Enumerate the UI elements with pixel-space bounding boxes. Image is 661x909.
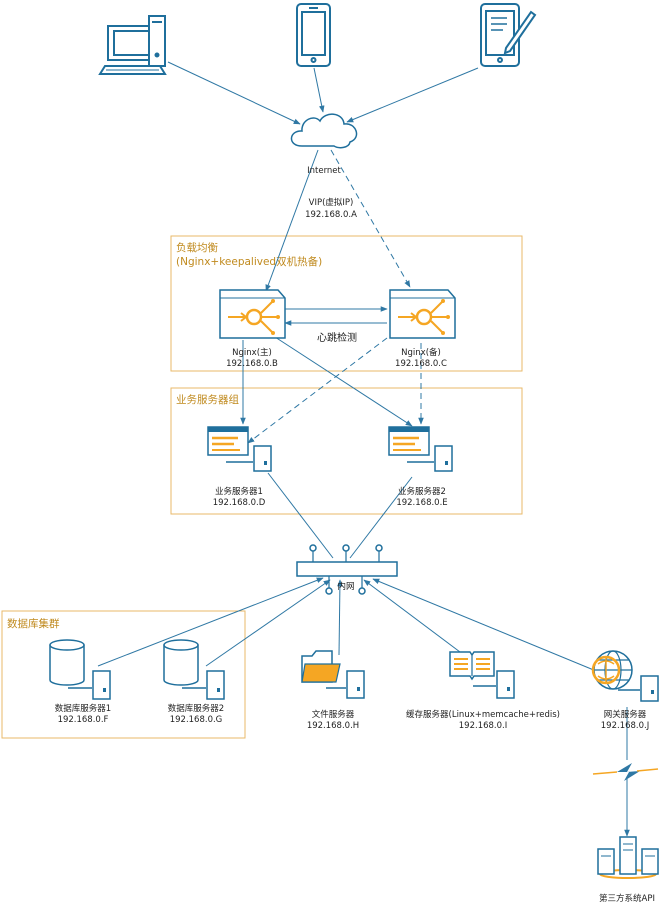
app2-name: 业务服务器2	[398, 486, 446, 497]
lightning-link-icon	[592, 763, 659, 781]
db1-ip: 192.168.0.F	[58, 715, 109, 725]
db2-ip: 192.168.0.G	[170, 715, 223, 725]
edge-desktop-cloud	[167, 61, 301, 125]
edge-nginxb-app1	[247, 337, 388, 444]
desktop-computer-icon	[98, 15, 167, 75]
cloud-icon	[290, 113, 358, 149]
third-party-server-cluster-icon	[597, 836, 659, 879]
group-app-title: 业务服务器组	[176, 393, 239, 406]
nginx-backup-ip: 192.168.0.C	[395, 359, 447, 369]
smartphone-icon	[296, 3, 331, 67]
network-switch-icon	[296, 544, 398, 595]
group-db-title: 数据库集群	[7, 617, 60, 630]
app1-ip: 192.168.0.D	[213, 498, 266, 508]
tablet-pen-icon	[480, 3, 537, 67]
third-party-name: 第三方系统API	[599, 893, 655, 904]
edge-app2-switch	[349, 476, 413, 559]
gateway-name: 网关服务器	[604, 709, 647, 720]
connections	[97, 61, 630, 837]
file-name: 文件服务器	[312, 709, 355, 720]
lan-label: 内网	[337, 581, 354, 592]
vip-ip: 192.168.0.A	[305, 210, 357, 220]
cache-server-icon	[449, 651, 515, 699]
group-load-balancer	[170, 235, 523, 372]
edge-cloud-nginx-backup	[330, 149, 411, 288]
group-lb-subtitle: (Nginx+keepalived双机热备)	[176, 255, 322, 268]
load-balancer-icon	[219, 289, 286, 339]
vip-title: VIP(虚拟IP)	[309, 197, 354, 208]
load-balancer-icon	[389, 289, 456, 339]
edge-switch-file	[337, 579, 343, 656]
edge-tablet-cloud	[346, 67, 479, 123]
edge-phone-cloud	[313, 67, 325, 113]
group-db-cluster	[1, 610, 246, 739]
nginx-master-ip: 192.168.0.B	[226, 359, 278, 369]
app-server-icon	[207, 426, 272, 472]
app-server-icon	[388, 426, 453, 472]
edge-switch-cache	[363, 579, 461, 653]
gateway-ip: 192.168.0.J	[601, 721, 649, 731]
file-server-icon	[301, 650, 365, 699]
db1-name: 数据库服务器1	[55, 703, 111, 714]
cache-name: 缓存服务器(Linux+memcache+redis)	[406, 709, 560, 720]
app1-name: 业务服务器1	[215, 486, 263, 497]
nginx-master-name: Nginx(主)	[232, 347, 272, 358]
heartbeat-label: 心跳检测	[317, 331, 357, 344]
group-app-servers	[170, 387, 523, 515]
cache-ip: 192.168.0.I	[459, 721, 507, 731]
group-lb-title: 负载均衡	[176, 241, 218, 254]
database-server-icon	[163, 639, 225, 700]
nginx-backup-name: Nginx(备)	[401, 347, 441, 358]
database-server-icon	[49, 639, 111, 700]
internet-label: Internet	[307, 166, 341, 176]
db2-name: 数据库服务器2	[168, 703, 224, 714]
gateway-globe-icon	[591, 650, 659, 702]
edge-db2-switch	[205, 579, 331, 667]
app2-ip: 192.168.0.E	[396, 498, 447, 508]
edge-app1-switch	[267, 472, 334, 559]
edge-switch-gateway	[372, 578, 619, 681]
edge-cloud-nginx-master	[265, 149, 319, 292]
edge-nginxm-app2	[274, 336, 413, 427]
edge-db1-switch	[97, 577, 324, 667]
file-ip: 192.168.0.H	[307, 721, 359, 731]
